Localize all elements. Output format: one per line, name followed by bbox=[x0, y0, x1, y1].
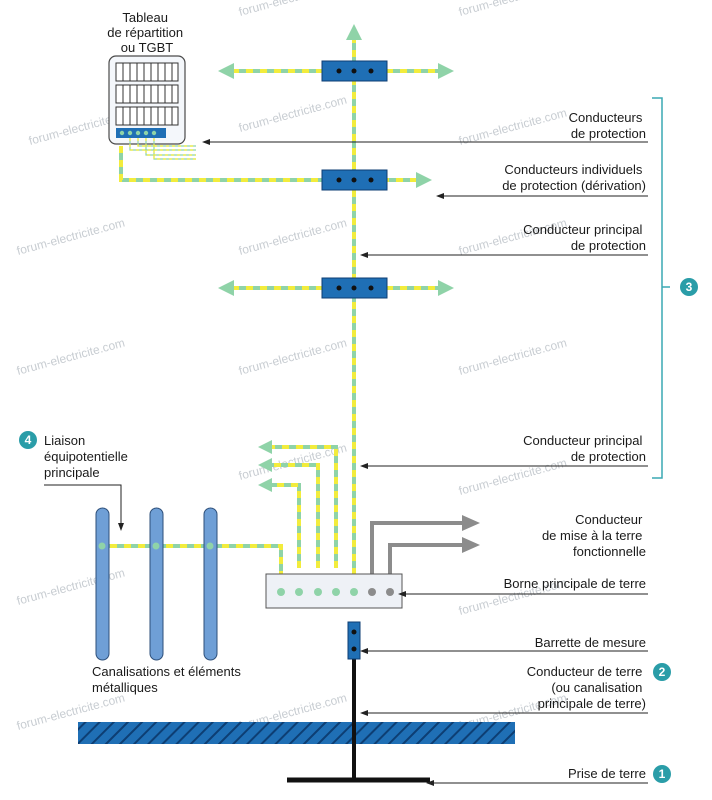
metal-pipes bbox=[95, 507, 218, 661]
watermark-text: forum-electricite.com bbox=[237, 0, 348, 19]
earth-electrode-label: Prise de terre bbox=[568, 766, 646, 781]
test-link bbox=[347, 621, 361, 660]
watermark-text: forum-electricite.com bbox=[237, 216, 348, 258]
badge-earth-electrode: 1 bbox=[653, 765, 671, 783]
leader-arrowheads bbox=[118, 139, 444, 786]
svg-text:3: 3 bbox=[686, 280, 693, 294]
leader-lines bbox=[44, 141, 648, 784]
protection-conductors-label: Conducteurs de protection bbox=[569, 110, 646, 141]
watermark-text: forum-electricite.com bbox=[457, 456, 568, 498]
main-riser bbox=[346, 24, 362, 590]
main-earthing-terminal bbox=[265, 573, 403, 609]
equipotential-branches bbox=[258, 440, 338, 568]
equipotential-label: Liaison équipotentielle principale bbox=[44, 433, 131, 480]
distribution-panel bbox=[108, 55, 196, 160]
individual-conductors-label: Conducteurs individuels de protection (d… bbox=[502, 162, 646, 193]
svg-text:4: 4 bbox=[25, 433, 32, 447]
panel-feeder bbox=[119, 146, 354, 182]
svg-text:2: 2 bbox=[659, 665, 666, 679]
watermark-text: forum-electricite.com bbox=[15, 216, 126, 258]
badge-group: 3 bbox=[680, 278, 698, 296]
junction-box-top bbox=[321, 60, 388, 82]
badge-earth-conductor: 2 bbox=[653, 663, 671, 681]
test-link-screw bbox=[351, 646, 357, 652]
functional-earth-label: Conducteur de mise à la terre fonctionne… bbox=[542, 512, 646, 559]
main-conductor-lower-label: Conducteur principal de protection bbox=[523, 433, 646, 464]
watermark-text: forum-electricite.com bbox=[237, 336, 348, 378]
watermark-text: forum-electricite.com bbox=[237, 93, 348, 135]
earth-ground bbox=[78, 722, 515, 744]
svg-text:1: 1 bbox=[659, 767, 666, 781]
badge-equipotential: 4 bbox=[19, 431, 37, 449]
watermark-text: forum-electricite.com bbox=[457, 0, 568, 19]
watermark-text: forum-electricite.com bbox=[15, 336, 126, 378]
test-link-label: Barrette de mesure bbox=[535, 635, 646, 650]
main-terminal-label: Borne principale de terre bbox=[504, 576, 646, 591]
panel-label: Tableau de répartition ou TGBT bbox=[107, 10, 187, 55]
watermark-text: forum-electricite.com bbox=[457, 336, 568, 378]
junction-box-middle bbox=[321, 169, 388, 191]
watermark-text: forum-electricite.com bbox=[15, 566, 126, 608]
pipes-label: Canalisations et éléments métalliques bbox=[92, 664, 244, 695]
junction-box-lower bbox=[321, 277, 388, 299]
group-bracket bbox=[652, 97, 670, 479]
test-link-screw bbox=[351, 629, 357, 635]
earth-conductor-label: Conducteur de terre (ou canalisation pri… bbox=[527, 664, 646, 711]
equipotential-bond bbox=[102, 544, 283, 592]
main-conductor-label: Conducteur principal de protection bbox=[523, 222, 646, 253]
